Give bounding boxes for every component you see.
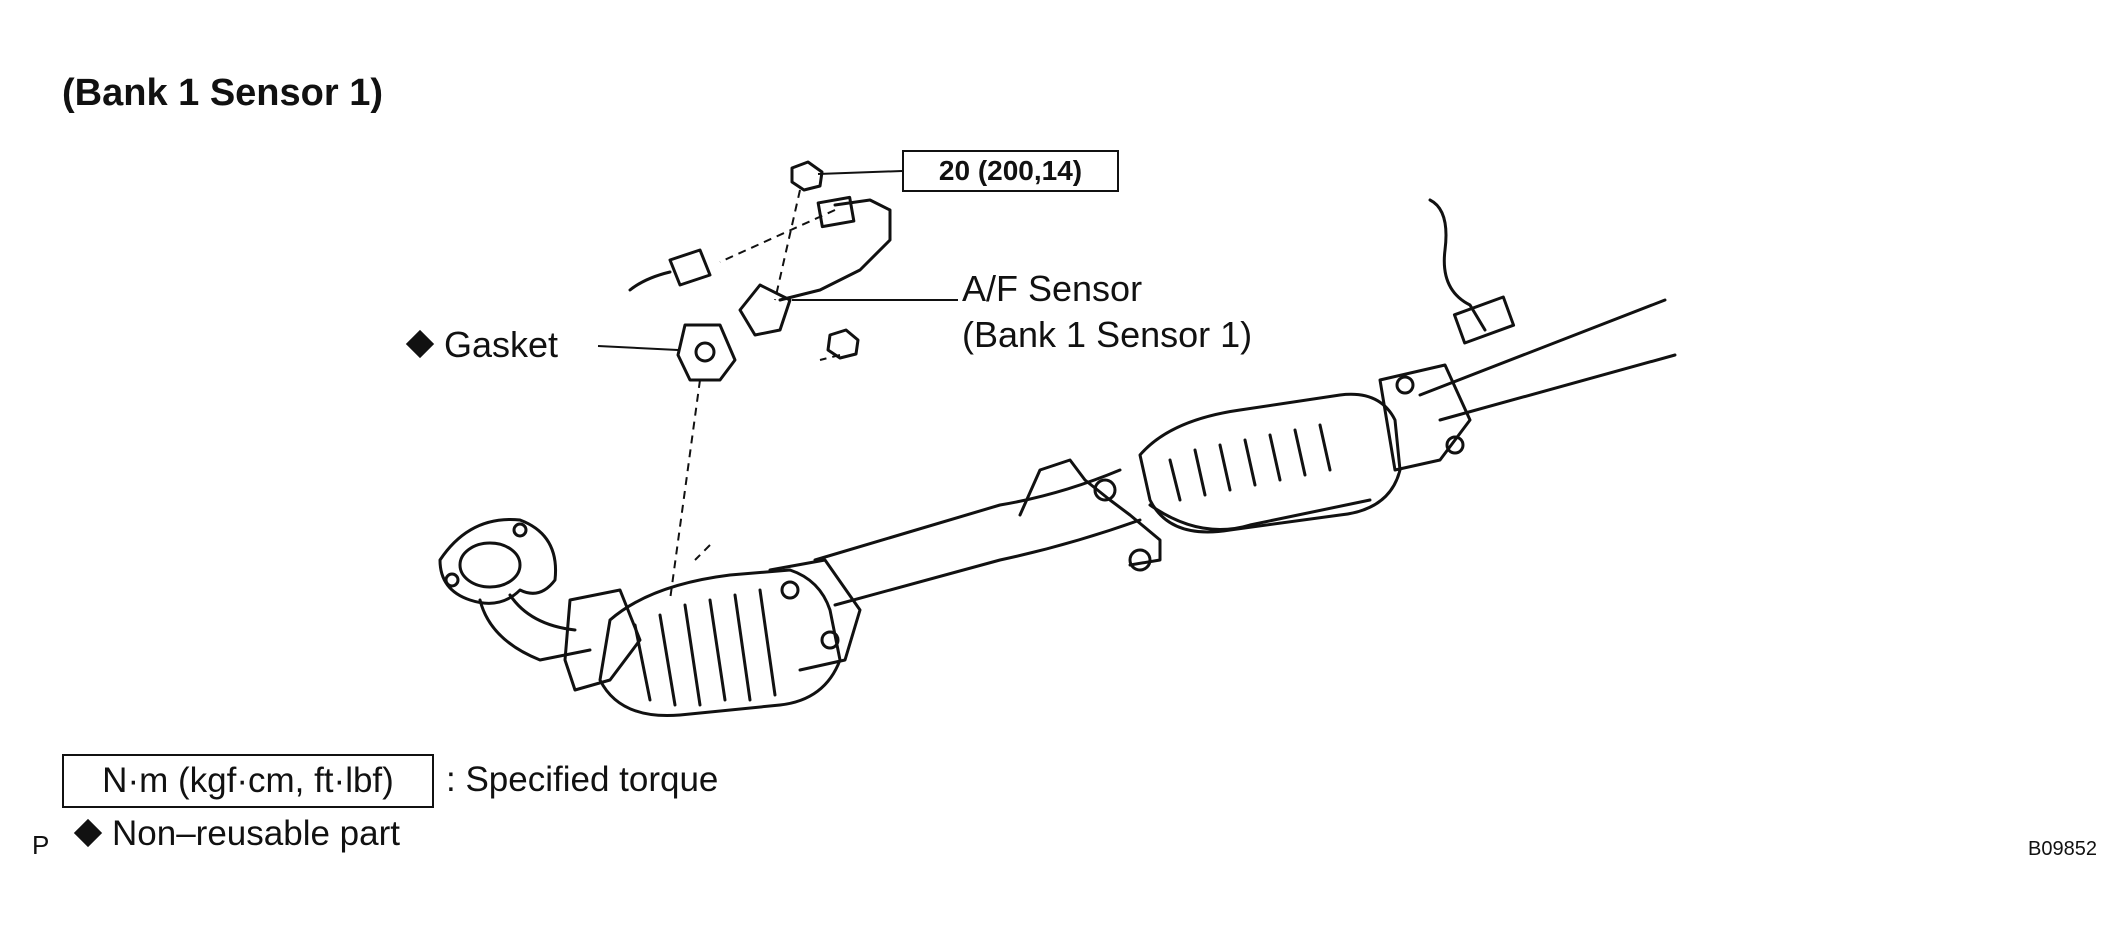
- torque-spec-box: 20 (200,14): [902, 150, 1119, 192]
- non-reusable-diamond-icon: [405, 330, 435, 359]
- rear-converter: [1138, 392, 1402, 534]
- manifold-flange: [438, 518, 558, 605]
- legend-torque-description: : Specified torque: [446, 760, 719, 799]
- diagram-title: (Bank 1 Sensor 1): [62, 72, 383, 114]
- legend-diamond-icon: [73, 818, 103, 847]
- rear-flange: [1378, 363, 1472, 472]
- af-sensor-label-line2: (Bank 1 Sensor 1): [962, 314, 1253, 355]
- nut-upper: [790, 160, 824, 192]
- gasket-label-text: Gasket: [444, 324, 559, 365]
- legend-non-reusable-text: Non–reusable part: [112, 814, 400, 853]
- exhaust-pipe-middle: [813, 468, 1142, 607]
- rear-sensor-wire: [1428, 198, 1487, 332]
- figure-code: B09852: [2028, 838, 2097, 860]
- wire-connector: [668, 248, 712, 287]
- exhaust-pipe-rear: [1418, 298, 1677, 422]
- gasket-label: Gasket: [405, 324, 559, 366]
- front-pipe-elbow: [478, 593, 592, 662]
- legend-non-reusable: Non–reusable part: [73, 814, 400, 854]
- nut-lower: [826, 328, 860, 360]
- front-converter-flange: [768, 558, 862, 672]
- gasket-part: [676, 323, 737, 382]
- af-sensor-body: [738, 283, 792, 337]
- rear-sensor-body: [1452, 295, 1516, 345]
- legend-torque-units-box: N·m (kgf·cm, ft·lbf): [62, 754, 434, 808]
- af-sensor-label-line1: A/F Sensor: [962, 268, 1143, 309]
- legend-p-mark: P: [32, 830, 50, 860]
- front-converter: [598, 568, 842, 718]
